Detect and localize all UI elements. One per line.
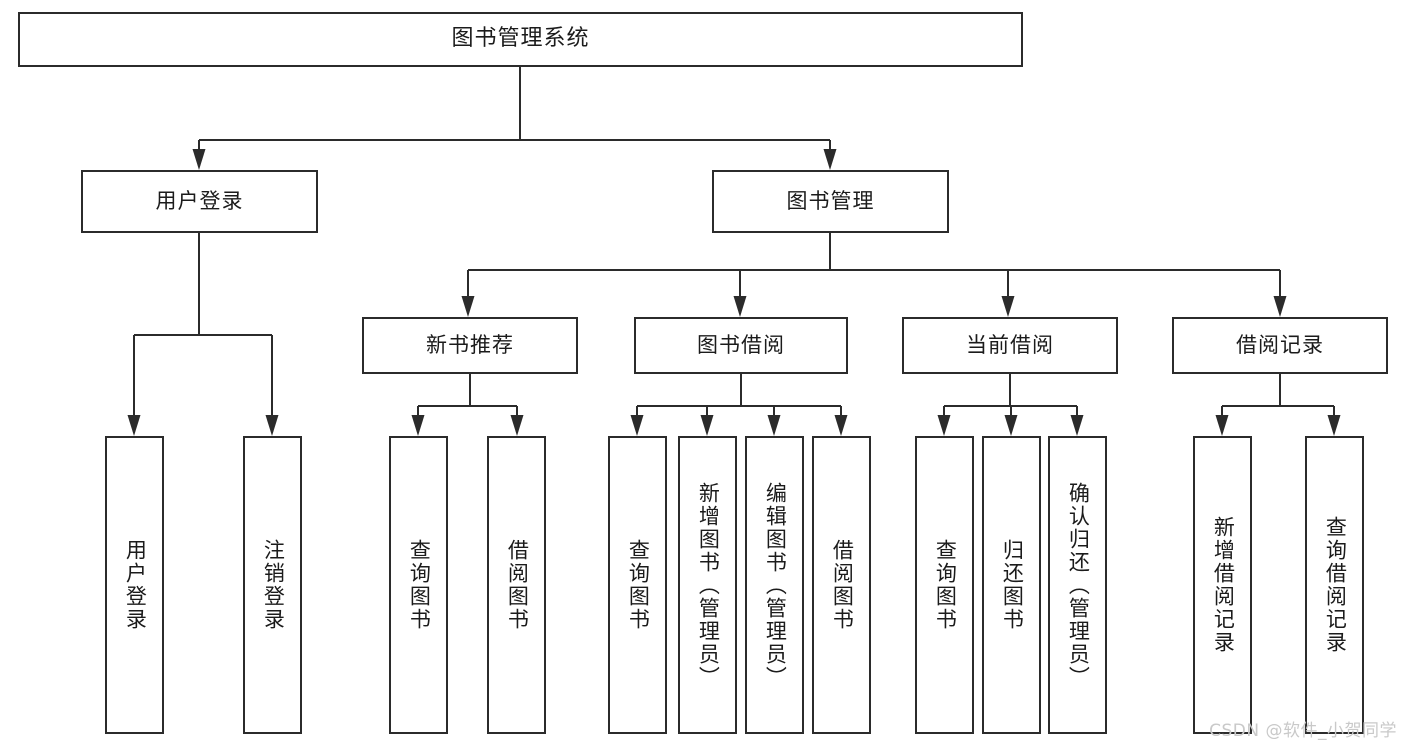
node-book-borrow-label: 图书借阅: [697, 332, 785, 357]
node-current-borrow-label: 当前借阅: [966, 332, 1054, 357]
node-leaf-query-record[interactable]: 查询借阅记录: [1305, 436, 1364, 734]
leaf-confirm-return-label: 确认归还（管理员）: [1066, 481, 1091, 689]
leaf-query-book-1-label: 查询图书: [407, 539, 432, 631]
leaf-add-record-label: 新增借阅记录: [1211, 516, 1236, 654]
group-2-leaf-arrow-2-head: [1070, 415, 1084, 436]
node-new-book-recommend[interactable]: 新书推荐: [362, 317, 578, 374]
level2-arrow-1-head: [823, 149, 837, 170]
node-leaf-add-record[interactable]: 新增借阅记录: [1193, 436, 1252, 734]
node-leaf-query-book-3[interactable]: 查询图书: [915, 436, 974, 734]
user-login-leaf-arrow-0-head: [127, 415, 141, 436]
node-borrow-record-label: 借阅记录: [1236, 332, 1324, 357]
node-book-manage[interactable]: 图书管理: [712, 170, 949, 233]
leaf-logout-label: 注销登录: [261, 539, 286, 631]
node-root[interactable]: 图书管理系统: [18, 12, 1023, 67]
node-book-borrow[interactable]: 图书借阅: [634, 317, 848, 374]
leaf-add-book-label: 新增图书（管理员）: [696, 481, 721, 689]
leaf-query-book-2-label: 查询图书: [626, 539, 651, 631]
leaf-borrow-book-1-label: 借阅图书: [505, 539, 530, 631]
node-leaf-return-book[interactable]: 归还图书: [982, 436, 1041, 734]
node-leaf-edit-book[interactable]: 编辑图书（管理员）: [745, 436, 804, 734]
group-2-leaf-arrow-1-head: [1004, 415, 1018, 436]
node-leaf-query-book-1[interactable]: 查询图书: [389, 436, 448, 734]
watermark: CSDN @软件_小贺同学: [1209, 721, 1397, 741]
group-0-leaf-arrow-0-head: [411, 415, 425, 436]
leaf-query-record-label: 查询借阅记录: [1323, 516, 1348, 654]
node-leaf-borrow-book-2[interactable]: 借阅图书: [812, 436, 871, 734]
node-current-borrow[interactable]: 当前借阅: [902, 317, 1118, 374]
node-leaf-logout[interactable]: 注销登录: [243, 436, 302, 734]
level3-arrow-0-head: [461, 296, 475, 317]
group-2-leaf-arrow-0-head: [937, 415, 951, 436]
node-borrow-record[interactable]: 借阅记录: [1172, 317, 1388, 374]
group-0-leaf-arrow-1-head: [510, 415, 524, 436]
level3-arrow-1-head: [733, 296, 747, 317]
group-3-leaf-arrow-1-head: [1327, 415, 1341, 436]
node-leaf-user-login[interactable]: 用户登录: [105, 436, 164, 734]
group-1-leaf-arrow-0-head: [630, 415, 644, 436]
leaf-borrow-book-2-label: 借阅图书: [830, 539, 855, 631]
node-leaf-query-book-2[interactable]: 查询图书: [608, 436, 667, 734]
leaf-user-login-label: 用户登录: [123, 539, 148, 631]
leaf-return-book-label: 归还图书: [1000, 539, 1025, 631]
node-leaf-borrow-book-1[interactable]: 借阅图书: [487, 436, 546, 734]
node-leaf-add-book[interactable]: 新增图书（管理员）: [678, 436, 737, 734]
group-1-leaf-arrow-2-head: [767, 415, 781, 436]
group-3-leaf-arrow-0-head: [1215, 415, 1229, 436]
leaf-edit-book-label: 编辑图书（管理员）: [763, 481, 788, 689]
node-leaf-confirm-return[interactable]: 确认归还（管理员）: [1048, 436, 1107, 734]
level2-arrow-0-head: [192, 149, 206, 170]
user-login-leaf-arrow-1-head: [265, 415, 279, 436]
node-root-label: 图书管理系统: [451, 26, 590, 52]
leaf-query-book-3-label: 查询图书: [933, 539, 958, 631]
node-new-book-recommend-label: 新书推荐: [426, 332, 514, 357]
node-user-login-label: 用户登录: [155, 188, 244, 213]
node-user-login[interactable]: 用户登录: [81, 170, 318, 233]
group-1-leaf-arrow-1-head: [700, 415, 714, 436]
group-1-leaf-arrow-3-head: [834, 415, 848, 436]
level3-arrow-3-head: [1273, 296, 1287, 317]
level3-arrow-2-head: [1001, 296, 1015, 317]
node-book-manage-label: 图书管理: [786, 188, 875, 213]
